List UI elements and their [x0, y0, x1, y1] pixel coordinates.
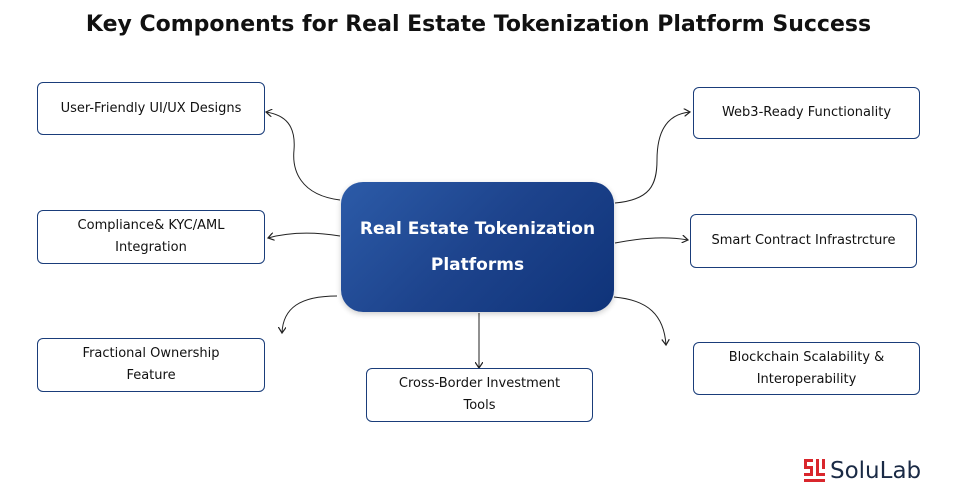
node-compliance-line2: Integration [115, 240, 187, 255]
node-cross-border: Cross-Border Investment Tools [366, 368, 593, 422]
node-blockchain-line2: Interoperability [756, 371, 857, 387]
center-node: Real Estate Tokenization Platforms [341, 182, 614, 312]
node-blockchain: Blockchain Scalability & Interoperabilit… [693, 342, 920, 395]
diagram-title: Key Components for Real Estate Tokenizat… [85, 12, 872, 37]
arrow-to-fractional [282, 295, 338, 333]
node-fractional: Fractional Ownership Feature [37, 338, 265, 392]
arrow-to-ui-ux [266, 112, 341, 201]
arrow-to-web3 [614, 112, 690, 204]
node-compliance: Compliance& KYC/AML Integration [37, 210, 265, 264]
node-web3-label: Web3-Ready Functionality [721, 105, 892, 120]
node-ui-ux: User-Friendly UI/UX Designs [37, 82, 265, 135]
node-cross-border-line2: Tools [463, 398, 496, 413]
arrow-to-compliance [268, 233, 341, 238]
node-ui-ux-label: User-Friendly UI/UX Designs [60, 100, 242, 116]
node-smart-contract-label: Smart Contract Infrastrcture [711, 233, 896, 248]
node-cross-border-line1: Cross-Border Investment [398, 376, 561, 391]
node-blockchain-line1: Blockchain Scalability & [728, 349, 885, 365]
arrow-to-smart-contract [614, 238, 688, 244]
solulab-logo: SoluLab [804, 458, 921, 484]
arrow-to-blockchain [613, 296, 666, 345]
center-label-line2: Platforms [430, 255, 525, 275]
solulab-logo-icon [804, 459, 825, 482]
node-compliance-line1: Compliance& KYC/AML [77, 218, 225, 233]
center-label-line1: Real Estate Tokenization [359, 219, 596, 239]
node-smart-contract: Smart Contract Infrastrcture [690, 214, 917, 268]
node-fractional-line1: Fractional Ownership [82, 346, 220, 361]
node-web3: Web3-Ready Functionality [693, 87, 920, 139]
node-fractional-line2: Feature [126, 368, 176, 383]
solulab-logo-text: SoluLab [830, 458, 922, 484]
